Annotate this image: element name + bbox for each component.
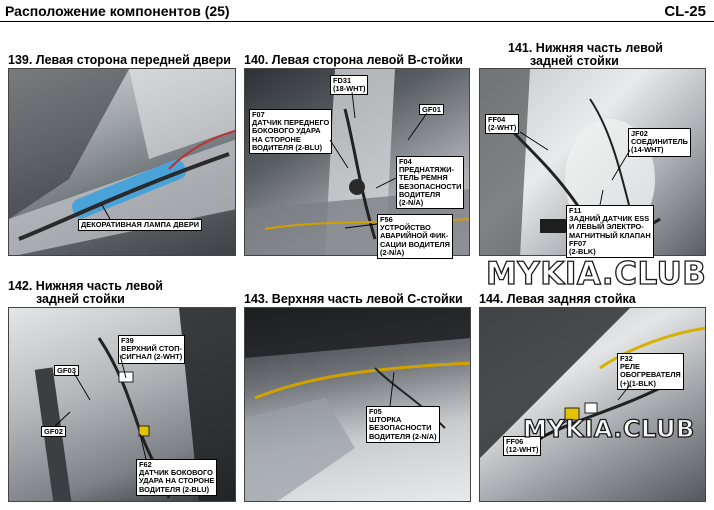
callout-f32-heater-relay: F32 РЕЛЕ ОБОГРЕВАТЕЛЯ (+)(1-BLK)	[617, 353, 684, 390]
panel-142-title-line2: задней стойки	[36, 292, 125, 306]
callout-f04-seatbelt-pretensioner: F04 ПРЕДНАТЯЖИ- ТЕЛЬ РЕМНЯ БЕЗОПАСНОСТИ …	[396, 156, 465, 210]
watermark-bottom: MYKIA.CLUB	[522, 414, 695, 443]
panel-142-title-line1: 142. Нижняя часть левой	[8, 279, 163, 293]
callout-f11-ess-sensor: F11 ЗАДНИЙ ДАТЧИК ESS И ЛЕВЫЙ ЭЛЕКТРО- М…	[566, 205, 654, 259]
callout-f07-front-impact-sensor: F07 ДАТЧИК ПЕРЕДНЕГО БОКОВОГО УДАРА НА С…	[249, 109, 333, 155]
page-header: Расположение компонентов (25) CL-25	[0, 0, 714, 22]
panel-140-title: 140. Левая сторона левой В-стойки	[244, 53, 463, 67]
panel-143-title: 143. Верхняя часть левой С-стойки	[244, 292, 463, 306]
panel-141-title-line1: 141. Нижняя часть левой	[508, 41, 663, 55]
callout-f56-emergency-locking: F56 УСТРОЙСТВО АВАРИЙНОЙ ФИК- САЦИИ ВОДИ…	[377, 214, 453, 260]
panel-139-title: 139. Левая сторона передней двери	[8, 53, 231, 67]
callout-f05-curtain-airbag: F05 ШТОРКА БЕЗОПАСНОСТИ ВОДИТЕЛЯ (2-N/A)	[366, 406, 440, 443]
panel-143-photo	[244, 307, 471, 502]
panel-139-photo	[8, 68, 236, 256]
callout-gf01: GF01	[419, 104, 444, 115]
panel-144-title: 144. Левая задняя стойка	[479, 292, 636, 306]
door-photo-illustration	[9, 69, 235, 255]
c-pillar-upper-photo-illustration	[245, 308, 470, 501]
panel-144-photo	[479, 307, 706, 502]
page-number: CL-25	[664, 3, 706, 20]
rear-pillar-photo-illustration	[480, 308, 705, 458]
page-title: Расположение компонентов (25)	[5, 3, 230, 19]
callout-gf02: GF02	[41, 426, 66, 437]
callout-f39-high-stop-lamp: F39 ВЕРХНИЙ СТОП- СИГНАЛ (2-WHT)	[118, 335, 186, 364]
panel-141-title-line2: задней стойки	[530, 54, 619, 68]
watermark-top: MYKIA.CLUB	[485, 255, 707, 292]
callout-jf02-connector: JF02 СОЕДИНИТЕЛЬ (14-WHT)	[628, 128, 691, 157]
callout-gf03: GF03	[54, 365, 79, 376]
callout-ff06: FF06 (12-WHT)	[503, 436, 542, 457]
callout-ff04: FF04 (2-WHT)	[485, 114, 520, 135]
callout-f62-side-impact-sensor: F62 ДАТЧИК БОКОВОГО УДАРА НА СТОРОНЕ ВОД…	[136, 459, 218, 496]
callout-door-courtesy-lamp: ДЕКОРАТИВНАЯ ЛАМПА ДВЕРИ	[78, 219, 203, 232]
callout-fd31: FD31 (18-WHT)	[330, 75, 369, 96]
